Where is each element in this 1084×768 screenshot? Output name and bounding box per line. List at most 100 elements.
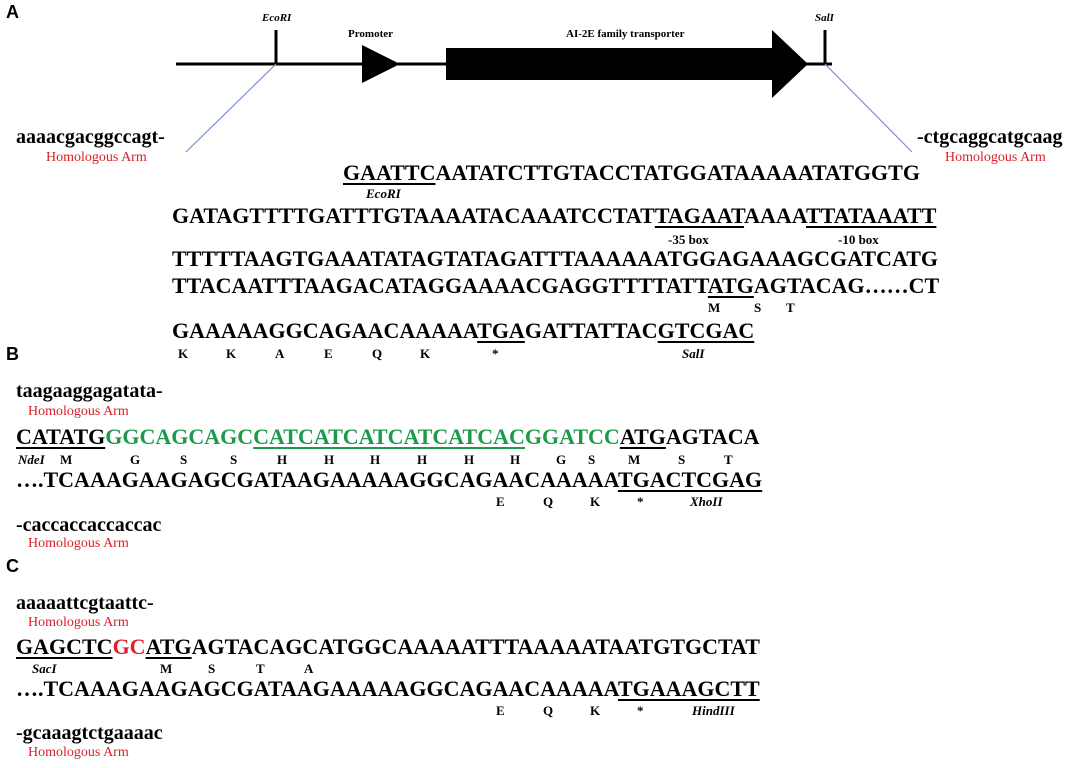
seq-a-line-2-a: GATAGTTTTGATTTGTAAAATACAAATCCTAT bbox=[172, 203, 655, 228]
right-arm-sequence: -ctgcaggcatgcaag bbox=[917, 126, 1063, 148]
seq-a-line-4-b: AGTACAG……CT bbox=[753, 273, 940, 298]
linker-seq-2: GGATCC bbox=[524, 424, 620, 449]
seq-b-line-1-rest: AGTACA bbox=[665, 424, 760, 449]
aa-b1-15: T bbox=[724, 452, 733, 467]
seq-b-line-2: ….TCAAAGAAGAGCGATAAGAAAAAGGCAGAACAAAAATG… bbox=[16, 467, 762, 493]
aa-c2-3: K bbox=[590, 703, 601, 718]
right-arm-label: Homologous Arm bbox=[945, 150, 1046, 165]
aa-b2-3: K bbox=[590, 494, 601, 509]
aa-b1-1: M bbox=[60, 452, 73, 467]
his-tag-seq: CATCATCATCATCATCAC bbox=[253, 424, 525, 449]
ndei-site-seq: CATATG bbox=[16, 424, 106, 449]
ecori-site-label: EcoRI bbox=[366, 186, 401, 201]
start-codon-seq-c: ATG bbox=[145, 634, 192, 659]
aa-c2-2: Q bbox=[543, 703, 554, 718]
seq-c-line-2: ….TCAAAGAAGAGCGATAAGAAAAAGGCAGAACAAAAATG… bbox=[16, 676, 760, 702]
right-connector-line bbox=[824, 63, 913, 153]
aa-b2-2: Q bbox=[543, 494, 554, 509]
map-promoter-label: Promoter bbox=[348, 28, 393, 40]
aa-a5-stop: * bbox=[492, 346, 499, 361]
aa-b1-3: S bbox=[180, 452, 188, 467]
map-ecori-label: EcoRI bbox=[262, 12, 292, 24]
seq-a-line-3: TTTTTAAGTGAAATATAGTATAGATTTAAAAAATGGAGAA… bbox=[172, 246, 938, 271]
xhoi-site-seq: TGACTCGAG bbox=[617, 467, 763, 492]
seq-b-line-2-a: ….TCAAAGAAGAGCGATAAGAAAAAGGCAGAACAAAAA bbox=[16, 467, 618, 492]
transporter-gene-arrow bbox=[446, 30, 808, 98]
minus10-box-seq: TTATAAATT bbox=[806, 203, 937, 228]
panel-label-b: B bbox=[6, 344, 19, 364]
aa-a5-3: A bbox=[275, 346, 285, 361]
left-connector-line bbox=[185, 63, 277, 153]
aa-b1-8: H bbox=[417, 452, 428, 467]
seq-a-line-2-b: AAAA bbox=[744, 203, 806, 228]
seq-c-line-1-rest: AGTACAGCATGGCAAAAATTTAAAAATAATGTGCTAT bbox=[191, 634, 760, 659]
map-transporter-label: AI-2E family transporter bbox=[566, 28, 685, 40]
aa-b1-4: S bbox=[230, 452, 238, 467]
seq-a-line-4-a: TTACAATTTAAGACATAGGAAAACGAGGTTTTATT bbox=[172, 273, 708, 298]
plasmid-map-diagram bbox=[176, 30, 913, 153]
aa-c2-1: E bbox=[496, 703, 505, 718]
aa-c1-4: A bbox=[304, 661, 314, 676]
minus10-box-label: -10 box bbox=[838, 232, 879, 247]
b-arm1-label: Homologous Arm bbox=[28, 404, 129, 419]
map-sali-label: SalI bbox=[815, 12, 834, 24]
saci-site-seq: GAGCTC bbox=[16, 634, 113, 659]
c-arm2-label: Homologous Arm bbox=[28, 745, 129, 760]
hindiii-site-seq: TGAAAGCTT bbox=[617, 676, 760, 701]
start-codon-seq-a: ATG bbox=[707, 273, 754, 298]
seq-a-line-1: GAATTCAATATCTTGTACCTATGGATAAAAATATGGTG bbox=[343, 160, 920, 186]
aa-b1-11: G bbox=[556, 452, 567, 467]
b-arm2-label: Homologous Arm bbox=[28, 536, 129, 551]
left-arm-sequence: aaaacgacggccagt- bbox=[16, 126, 165, 148]
c-arm2-sequence: -gcaaagtctgaaaac bbox=[16, 722, 163, 744]
aa-a5-6: K bbox=[420, 346, 431, 361]
xhoi-site-label: XhoII bbox=[690, 494, 723, 509]
b-arm1-sequence: taagaaggagatata- bbox=[16, 380, 163, 402]
aa-b1-9: H bbox=[464, 452, 475, 467]
seq-c-line-1: GAGCTCGCATGAGTACAGCATGGCAAAAATTTAAAAATAA… bbox=[16, 634, 760, 660]
b-arm2-sequence: -caccaccaccaccac bbox=[16, 514, 162, 536]
ecori-site-seq: GAATTC bbox=[343, 160, 436, 185]
minus35-box-seq: TAGAAT bbox=[654, 203, 745, 228]
aa-b1-12: S bbox=[588, 452, 596, 467]
aa-c1-3: T bbox=[256, 661, 265, 676]
seq-a-line-5-a: GAAAAAGGCAGAACAAAAA bbox=[172, 318, 478, 343]
aa-b1-7: H bbox=[370, 452, 381, 467]
panel-label-c: C bbox=[6, 556, 19, 576]
c-arm1-label: Homologous Arm bbox=[28, 615, 129, 630]
sali-site-label: SalI bbox=[682, 346, 705, 361]
minus35-box-label: -35 box bbox=[668, 232, 709, 247]
aa-a4-2: S bbox=[754, 300, 762, 315]
aa-b1-5: H bbox=[277, 452, 288, 467]
aa-b1-6: H bbox=[324, 452, 335, 467]
aa-b2-stop: * bbox=[637, 494, 644, 509]
linker-seq-1: GGCAGCAGC bbox=[105, 424, 254, 449]
aa-b1-10: H bbox=[510, 452, 521, 467]
seq-a-line-4: TTACAATTTAAGACATAGGAAAACGAGGTTTTATTATGAG… bbox=[172, 273, 939, 299]
aa-c2-stop: * bbox=[637, 703, 644, 718]
aa-a4-1: M bbox=[708, 300, 721, 315]
seq-b-line-1: CATATGGGCAGCAGCCATCATCATCATCATCACGGATCC A… bbox=[16, 424, 760, 450]
seq-a-line-2: GATAGTTTTGATTTGTAAAATACAAATCCTATTAGAATAA… bbox=[172, 203, 936, 229]
aa-b2-1: E bbox=[496, 494, 505, 509]
aa-c1-1: M bbox=[160, 661, 173, 676]
c-arm1-sequence: aaaaattcgtaattc- bbox=[16, 592, 154, 614]
aa-a5-5: Q bbox=[372, 346, 383, 361]
seq-a-line-1-rest: AATATCTTGTACCTATGGATAAAAATATGGTG bbox=[435, 160, 920, 185]
ndei-site-label: NdeI bbox=[18, 452, 45, 467]
seq-a-line-5: GAAAAAGGCAGAACAAAAATGAGATTATTACGTCGAC bbox=[172, 318, 754, 344]
seq-c-line-2-a: ….TCAAAGAAGAGCGATAAGAAAAAGGCAGAACAAAAA bbox=[16, 676, 618, 701]
saci-site-label: SacI bbox=[32, 661, 57, 676]
spacer-gc-seq: GC bbox=[112, 634, 146, 659]
promoter-arrow bbox=[362, 45, 400, 83]
sali-site-seq: GTCGAC bbox=[657, 318, 755, 343]
aa-b1-13: M bbox=[628, 452, 641, 467]
aa-b1-14: S bbox=[678, 452, 686, 467]
stop-codon-seq-a: TGA bbox=[477, 318, 525, 343]
aa-a5-4: E bbox=[324, 346, 333, 361]
aa-a5-2: K bbox=[226, 346, 237, 361]
left-arm-label: Homologous Arm bbox=[46, 150, 147, 165]
panel-label-a: A bbox=[6, 2, 19, 22]
aa-a5-1: K bbox=[178, 346, 189, 361]
aa-b1-2: G bbox=[130, 452, 141, 467]
